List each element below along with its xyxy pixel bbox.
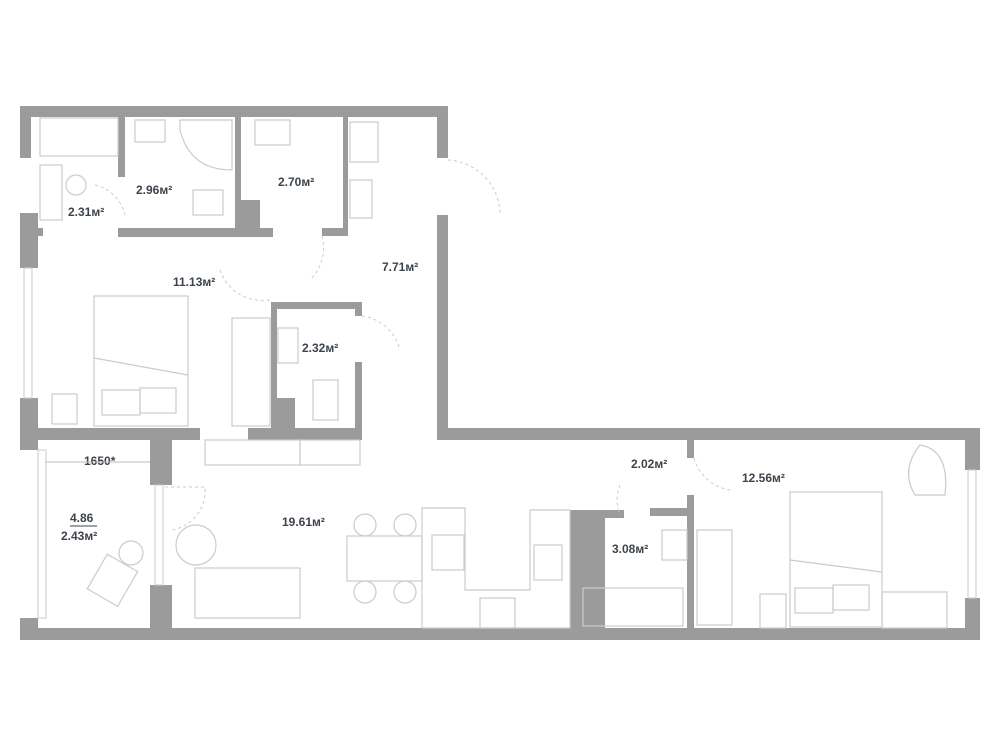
balcony-width-dimension: 1650* [84, 454, 116, 468]
room-area-living-kitchen: 19.61м² [282, 515, 325, 529]
room-area-hall: 7.71м² [382, 260, 418, 274]
room-area-wardrobe-right: 2.02м² [631, 457, 667, 471]
room-area-wc: 2.32м² [302, 341, 338, 355]
room-area-bathroom-top: 2.96м² [136, 183, 172, 197]
walls [20, 106, 980, 640]
balcony-reduced-area: 2.43м² [61, 529, 97, 543]
window [154, 484, 164, 586]
room-area-wardrobe: 2.31м² [68, 205, 104, 219]
window [37, 449, 47, 619]
room-area-laundry: 2.70м² [278, 175, 314, 189]
balcony-area: 4.86 [70, 511, 94, 525]
window [967, 469, 977, 599]
window [23, 267, 33, 399]
room-area-bathroom-bottom: 3.08м² [612, 542, 648, 556]
room-area-bedroom-right: 12.56м² [742, 471, 785, 485]
room-area-bedroom-left: 11.13м² [173, 275, 215, 289]
furniture [39, 117, 948, 629]
